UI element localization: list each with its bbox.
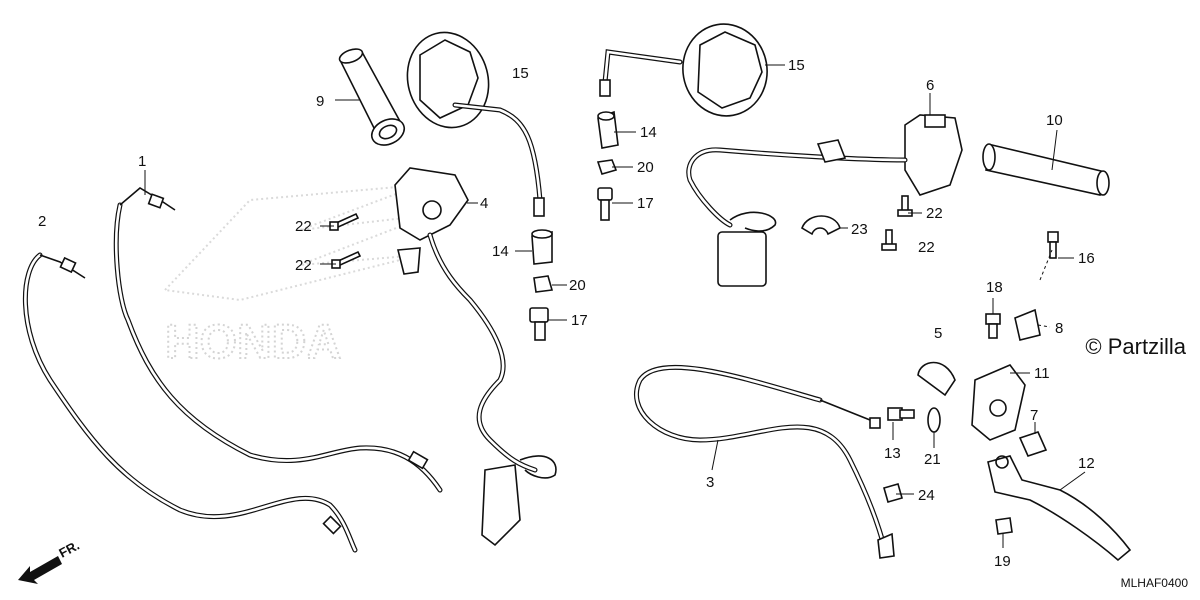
callout-2[interactable]: 2 xyxy=(38,213,46,230)
lock-nut-21[interactable] xyxy=(927,407,941,433)
dust-cover-5[interactable] xyxy=(917,361,956,397)
callout-7[interactable]: 7 xyxy=(1030,407,1038,424)
callout-14-lower[interactable]: 14 xyxy=(492,243,509,260)
clamp-23[interactable] xyxy=(801,215,841,236)
callout-6[interactable]: 6 xyxy=(926,77,934,94)
nut-19[interactable] xyxy=(995,517,1013,535)
callout-8[interactable]: 8 xyxy=(1055,320,1063,337)
callout-5[interactable]: 5 xyxy=(934,325,942,342)
bolt-18[interactable] xyxy=(985,313,1001,339)
callout-numbers: 1 2 3 4 5 6 7 8 9 10 11 12 13 14 14 15 1… xyxy=(38,57,1095,570)
callout-16[interactable]: 16 xyxy=(1078,250,1095,267)
callout-15-left[interactable]: 15 xyxy=(512,65,529,82)
diagram-code: MLHAF0400 xyxy=(1120,576,1188,590)
honda-watermark-logo: HONDA xyxy=(162,184,431,370)
callout-3[interactable]: 3 xyxy=(706,474,714,491)
left-switch-housing-4[interactable] xyxy=(394,167,557,547)
bolt-17-lower[interactable] xyxy=(529,307,549,341)
nut-20-upper[interactable] xyxy=(596,159,618,175)
throttle-cable-1[interactable] xyxy=(113,187,443,493)
bolt-17-upper[interactable] xyxy=(597,187,613,221)
callout-9[interactable]: 9 xyxy=(316,93,324,110)
callout-24[interactable]: 24 xyxy=(918,487,935,504)
callout-15-right[interactable]: 15 xyxy=(788,57,805,74)
callout-20-upper[interactable]: 20 xyxy=(637,159,654,176)
callout-22-left-upper[interactable]: 22 xyxy=(295,218,312,235)
callout-19[interactable]: 19 xyxy=(994,553,1011,570)
right-grip-10[interactable] xyxy=(982,143,1110,196)
leader-lines xyxy=(144,64,1086,548)
clutch-lever-12[interactable] xyxy=(987,455,1132,562)
holder-8[interactable] xyxy=(1014,308,1041,341)
screw-22-right-lower[interactable] xyxy=(881,229,897,251)
callout-11[interactable]: 11 xyxy=(1034,365,1050,382)
callout-10[interactable]: 10 xyxy=(1046,112,1063,129)
front-arrow-label: FR. xyxy=(56,538,82,561)
lever-bracket-11[interactable] xyxy=(971,364,1026,441)
callout-22-right-lower[interactable]: 22 xyxy=(918,239,935,256)
callout-17-lower[interactable]: 17 xyxy=(571,312,588,329)
right-mirror-15[interactable] xyxy=(599,17,774,122)
switch-7[interactable] xyxy=(1018,431,1048,457)
nut-20-lower[interactable] xyxy=(533,275,554,293)
bolt-22-lower[interactable] xyxy=(331,250,362,269)
callout-12[interactable]: 12 xyxy=(1078,455,1095,472)
clutch-cable-3[interactable] xyxy=(634,364,895,559)
nut-24[interactable] xyxy=(883,483,903,503)
svg-text:HONDA: HONDA xyxy=(165,316,341,369)
left-grip-9[interactable] xyxy=(338,46,409,150)
bolt-16[interactable] xyxy=(1047,231,1059,259)
callout-1[interactable]: 1 xyxy=(138,153,146,170)
callout-13[interactable]: 13 xyxy=(884,445,901,462)
callout-17-upper[interactable]: 17 xyxy=(637,195,654,212)
callout-22-right-upper[interactable]: 22 xyxy=(926,205,943,222)
throttle-cable-2[interactable] xyxy=(22,252,358,553)
callout-18[interactable]: 18 xyxy=(986,279,1003,296)
callout-14-upper[interactable]: 14 xyxy=(640,124,657,141)
callout-20-lower[interactable]: 20 xyxy=(569,277,586,294)
front-direction-arrow: FR. xyxy=(18,538,82,584)
callout-4[interactable]: 4 xyxy=(480,195,488,212)
left-mirror-15[interactable] xyxy=(397,23,545,217)
adjuster-bolt-13[interactable] xyxy=(887,407,915,421)
right-switch-housing-6[interactable] xyxy=(686,114,963,287)
callout-22-left-lower[interactable]: 22 xyxy=(295,257,312,274)
bar-end-weight-14-upper[interactable] xyxy=(597,110,619,149)
callout-23[interactable]: 23 xyxy=(851,221,868,238)
bar-end-weight-14-lower[interactable] xyxy=(531,229,553,265)
callout-21[interactable]: 21 xyxy=(924,451,941,468)
copyright-label: © Partzilla xyxy=(1085,334,1186,359)
